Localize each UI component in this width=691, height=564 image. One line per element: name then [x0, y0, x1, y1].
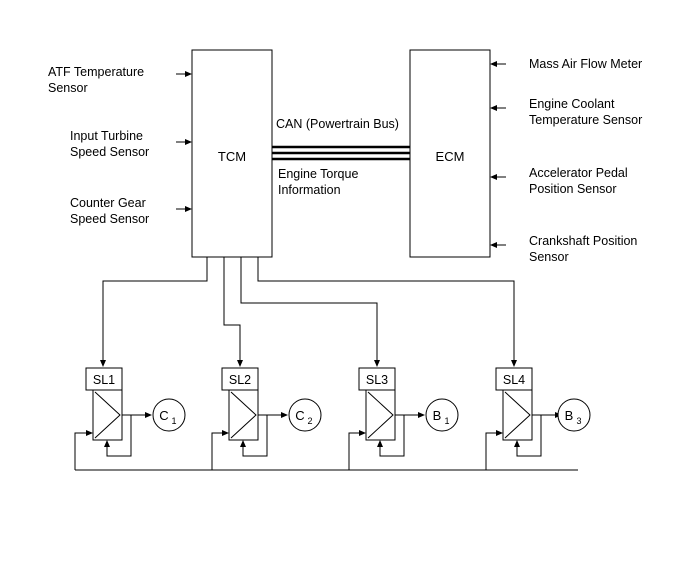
arrow-icon: [185, 206, 192, 212]
solenoid-sl4: SL4 B 3: [485, 367, 591, 470]
element-subscript: 1: [171, 416, 176, 426]
sensor-label: Accelerator Pedal: [529, 166, 628, 180]
element-label: B: [433, 408, 442, 423]
arrow-icon: [490, 105, 497, 111]
ecm-input-coolant-temp: Engine Coolant Temperature Sensor: [490, 97, 642, 127]
can-bus-label: CAN (Powertrain Bus): [276, 117, 399, 131]
solenoid-sl1: SL1 C 1: [74, 367, 186, 470]
tcm-input-turbine-speed: Input Turbine Speed Sensor: [70, 129, 192, 159]
element-label: C: [295, 408, 304, 423]
sensor-label: Crankshaft Position: [529, 234, 637, 248]
valve-body: [365, 389, 396, 441]
element-label: C: [159, 408, 168, 423]
solenoid-label: SL4: [503, 373, 525, 387]
sensor-label: Counter Gear: [70, 196, 146, 210]
clutch-element-icon: [288, 398, 322, 432]
sensor-label: Input Turbine: [70, 129, 143, 143]
sensor-label: Sensor: [529, 250, 569, 264]
element-subscript: 3: [576, 416, 581, 426]
tcm-box: [191, 49, 273, 258]
element-subscript: 2: [307, 416, 312, 426]
ecm-label: ECM: [436, 149, 465, 164]
solenoid-sl3: SL3 B 1: [348, 367, 459, 470]
brake-element-icon: [557, 398, 591, 432]
sensor-label: Engine Coolant: [529, 97, 615, 111]
engine-torque-label-line2: Information: [278, 183, 341, 197]
ecm-input-mass-air-flow: Mass Air Flow Meter: [490, 57, 642, 71]
ecm-input-crankshaft-position: Crankshaft Position Sensor: [490, 234, 637, 264]
sensor-label: Sensor: [48, 81, 88, 95]
sensor-label: Mass Air Flow Meter: [529, 57, 642, 71]
valve-body: [92, 389, 123, 441]
tcm-output-wires: [100, 257, 517, 367]
can-bus-lines: [272, 145, 410, 161]
sensor-label: Speed Sensor: [70, 145, 149, 159]
tcm-input-atf-temp: ATF Temperature Sensor: [48, 65, 192, 95]
tcm-label: TCM: [218, 149, 246, 164]
solenoid-label: SL2: [229, 373, 251, 387]
sensor-label: ATF Temperature: [48, 65, 144, 79]
valve-body: [228, 389, 259, 441]
solenoid-sl2: SL2 C 2: [211, 367, 322, 470]
tcm-input-counter-gear-speed: Counter Gear Speed Sensor: [70, 196, 192, 226]
engine-torque-label-line1: Engine Torque: [278, 167, 358, 181]
solenoid-label: SL3: [366, 373, 388, 387]
arrow-icon: [490, 242, 497, 248]
sensor-label: Speed Sensor: [70, 212, 149, 226]
ecm-input-accelerator-pedal: Accelerator Pedal Position Sensor: [490, 166, 628, 196]
arrow-icon: [185, 71, 192, 77]
element-subscript: 1: [444, 416, 449, 426]
arrow-icon: [490, 174, 497, 180]
brake-element-icon: [425, 398, 459, 432]
sensor-label: Temperature Sensor: [529, 113, 642, 127]
valve-body: [502, 389, 533, 441]
sensor-label: Position Sensor: [529, 182, 617, 196]
clutch-element-icon: [152, 398, 186, 432]
element-label: B: [565, 408, 574, 423]
solenoid-label: SL1: [93, 373, 115, 387]
arrow-icon: [185, 139, 192, 145]
ecm-box: [409, 49, 491, 258]
arrow-icon: [490, 61, 497, 67]
